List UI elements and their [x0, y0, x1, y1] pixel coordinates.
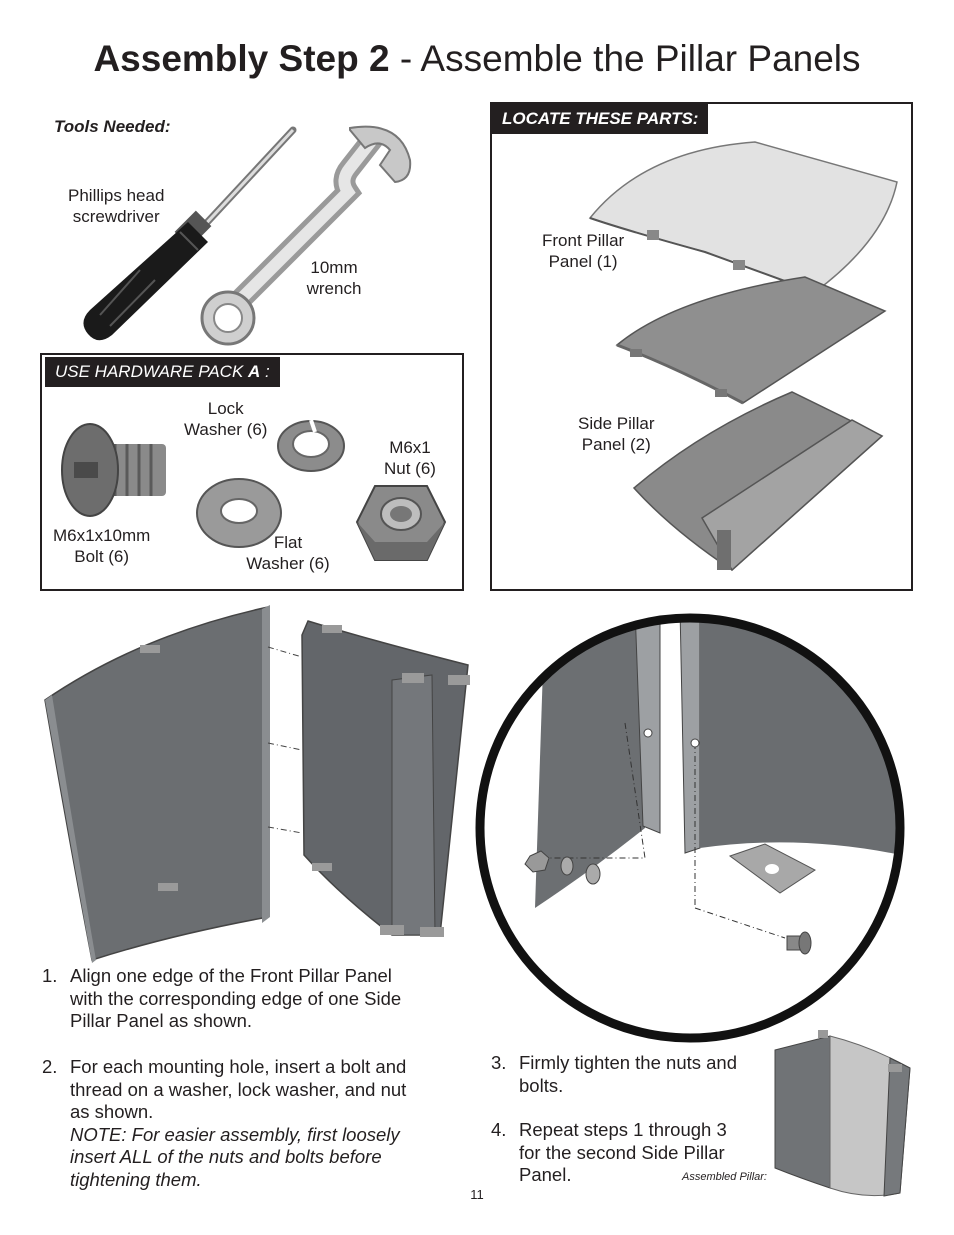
wrench-illustration — [200, 125, 412, 346]
hardware-heading: USE HARDWARE PACK A : — [45, 357, 280, 387]
screwdriver-illustration — [83, 126, 297, 341]
steps-left: 1. Align one edge of the Front Pillar Pa… — [42, 965, 407, 1190]
side-panel-illustration-1 — [615, 276, 887, 405]
step-2-note: NOTE: For easier assembly, first loosely… — [70, 1123, 400, 1190]
lock-washer-icon — [277, 419, 345, 472]
front-panel-illustration — [588, 141, 898, 293]
page-number: 11 — [470, 1187, 484, 1202]
parts-box — [490, 102, 913, 591]
parts-heading: LOCATE THESE PARTS: — [492, 104, 709, 134]
assembled-pillar-illustration — [774, 1030, 911, 1197]
nut-icon — [355, 485, 447, 561]
side-panel-illustration-2 — [632, 391, 884, 572]
flat-washer-icon — [196, 478, 282, 548]
page-title: Assembly Step 2 - Assemble the Pillar Pa… — [93, 38, 861, 79]
bolt-icon — [61, 423, 166, 517]
hardware-detail-circle — [475, 613, 905, 1043]
panel-alignment-illustration — [44, 605, 470, 963]
tools-heading: Tools Needed: — [54, 117, 171, 136]
hardware-box — [40, 353, 464, 591]
assembled-caption: Assembled Pillar: — [682, 1171, 767, 1183]
